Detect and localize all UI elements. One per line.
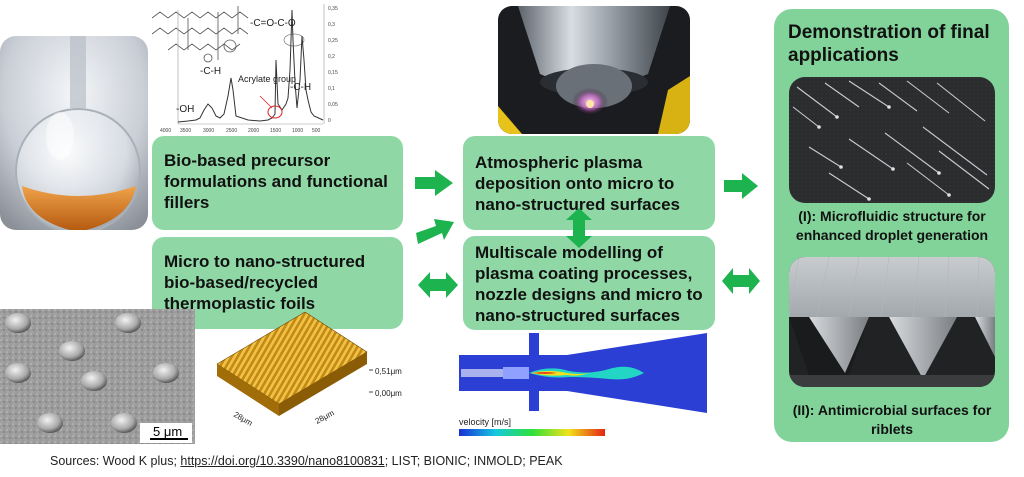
y-tick: 0,2	[328, 54, 335, 60]
arrow-modelling-demo-bidirectional	[722, 268, 760, 294]
precursor-text: Bio-based precursor formulations and fun…	[164, 151, 388, 212]
y-tick: 0,25	[328, 38, 338, 44]
afm-z-top: 0,51μm	[375, 367, 402, 376]
x-tick: 3000	[203, 128, 214, 134]
demo-title: Demonstration of final applications	[788, 22, 990, 66]
sem-scale-bar: 5 μm	[153, 424, 182, 439]
y-tick: 0,1	[328, 86, 335, 92]
peak-label-ch: -C-H	[200, 66, 221, 77]
spectrum-x-ticks: 4000 3500 3000 2500 2000 1500 1000 500	[160, 128, 321, 134]
peak-label-co-double: -C=O	[250, 18, 274, 29]
ftir-spectrum: 0,35 0,3 0,25 0,2 0,15 0,1 0,05 0 4000 3…	[148, 0, 360, 136]
demo-panel: Demonstration of final applications	[774, 9, 1009, 442]
x-tick: 4000	[160, 128, 171, 134]
foils-text: Micro to nano-structured bio-based/recyc…	[164, 252, 366, 313]
afm-axis-a: 28μm	[232, 410, 254, 428]
y-tick: 0,3	[328, 22, 335, 28]
acrylate-label: Acrylate group	[238, 74, 296, 84]
riblets-photo	[789, 257, 995, 387]
doi-link[interactable]: https://doi.org/10.3390/nano8100831	[180, 454, 385, 468]
acrylate-highlight	[267, 105, 283, 119]
plasma-nozzle-photo	[498, 6, 690, 134]
demo-caption-microfluidic: (I): Microfluidic structure for enhanced…	[795, 208, 989, 243]
microchannels	[792, 80, 990, 200]
x-tick: 2500	[226, 128, 237, 134]
arrow-foils-to-plasma	[416, 219, 454, 244]
cfd-simulation-image: velocity [m/s]	[459, 333, 707, 441]
modelling-text: Multiscale modelling of plasma coating p…	[475, 243, 703, 325]
afm-image: 0,51μm 0,00μm 28μm 28μm	[205, 311, 405, 444]
arrow-precursor-to-plasma	[415, 170, 453, 196]
arrow-plasma-to-demo	[724, 173, 758, 199]
y-tick: 0,35	[328, 6, 338, 12]
arrow-plasma-modelling-bidirectional	[566, 208, 592, 248]
modelling-box: Multiscale modelling of plasma coating p…	[463, 236, 715, 330]
x-tick: 1500	[270, 128, 281, 134]
y-tick: 0,05	[328, 102, 338, 108]
peak-label-oh: -OH	[176, 104, 194, 115]
x-tick: 2000	[248, 128, 259, 134]
x-tick: 500	[312, 128, 321, 134]
afm-axis-b: 28μm	[314, 408, 336, 426]
y-tick: 0	[328, 118, 331, 124]
x-tick: 3500	[180, 128, 191, 134]
sources-suffix: ; LIST; BIONIC; INMOLD; PEAK	[384, 454, 563, 468]
sources-line: Sources: Wood K plus; https://doi.org/10…	[50, 454, 563, 468]
plasma-deposition-text: Atmospheric plasma deposition onto micro…	[475, 153, 680, 214]
plasma-deposition-box: Atmospheric plasma deposition onto micro…	[463, 136, 715, 230]
sem-image: 5 μm	[0, 309, 195, 444]
afm-z-bottom: 0,00μm	[375, 389, 402, 398]
liquid-sphere-photo	[0, 36, 148, 230]
spectrum-y-ticks: 0,35 0,3 0,25 0,2 0,15 0,1 0,05 0	[328, 6, 338, 124]
sources-prefix: Sources: Wood K plus;	[50, 454, 181, 468]
x-tick: 1000	[292, 128, 303, 134]
velocity-colorbar	[459, 429, 605, 436]
peak-label-ch-2: -C-H	[290, 82, 311, 93]
arrow-foils-modelling-bidirectional	[418, 272, 458, 298]
sem-domes	[5, 313, 179, 433]
y-tick: 0,15	[328, 70, 338, 76]
molecule-structure	[151, 6, 305, 63]
velocity-label: velocity [m/s]	[459, 417, 511, 427]
demo-caption-riblets: (II): Antimicrobial surfaces for riblets	[792, 402, 992, 437]
microfluidic-photo	[789, 77, 995, 203]
peak-label-co-single: -C-O	[274, 18, 296, 29]
precursor-box: Bio-based precursor formulations and fun…	[152, 136, 403, 230]
